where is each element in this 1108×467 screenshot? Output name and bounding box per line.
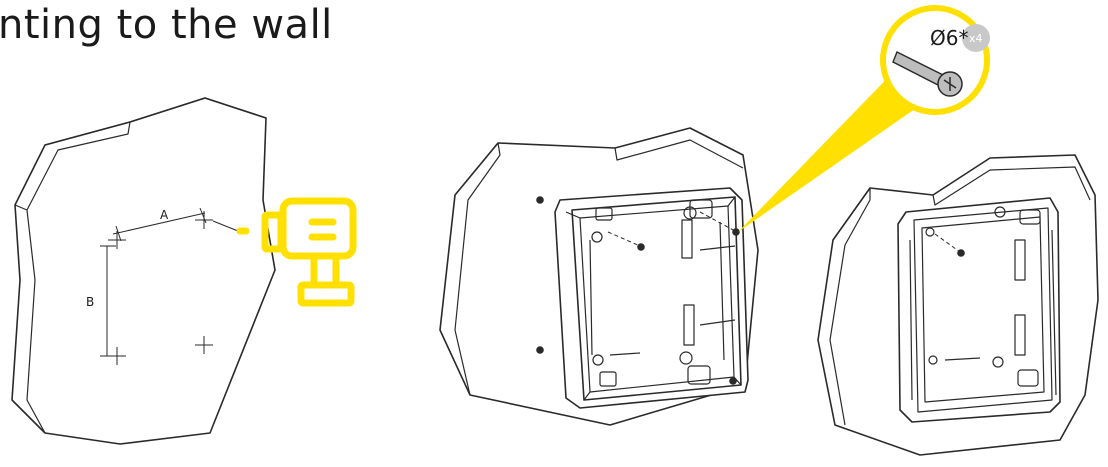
step-mounted-box: [817, 154, 1099, 456]
hole-markers: [108, 211, 213, 365]
wall-panel-2-edge: [454, 139, 744, 396]
step-screw-box: [439, 127, 759, 426]
dimension-a-label: A: [160, 208, 169, 222]
callout-beam: [738, 60, 935, 232]
dimension-b-label: B: [86, 295, 94, 309]
wall-panel-1-edge: [14, 121, 131, 434]
step-drill-holes: [11, 97, 276, 445]
wall-panel-1-top: [129, 97, 267, 123]
junction-box-1: [536, 187, 749, 409]
page-title: nting to the wall: [0, 2, 333, 48]
wall-panel-3-edge: [829, 166, 1091, 426]
screw-quantity-badge: x4: [969, 32, 983, 45]
screw-diameter-label: Ø6*: [930, 26, 968, 50]
callout-magnifier: [880, 5, 990, 115]
screw-icon: [892, 51, 963, 97]
wall-panel-1: [11, 97, 276, 445]
junction-box-2: [897, 197, 1061, 423]
drill-icon: [236, 197, 357, 307]
